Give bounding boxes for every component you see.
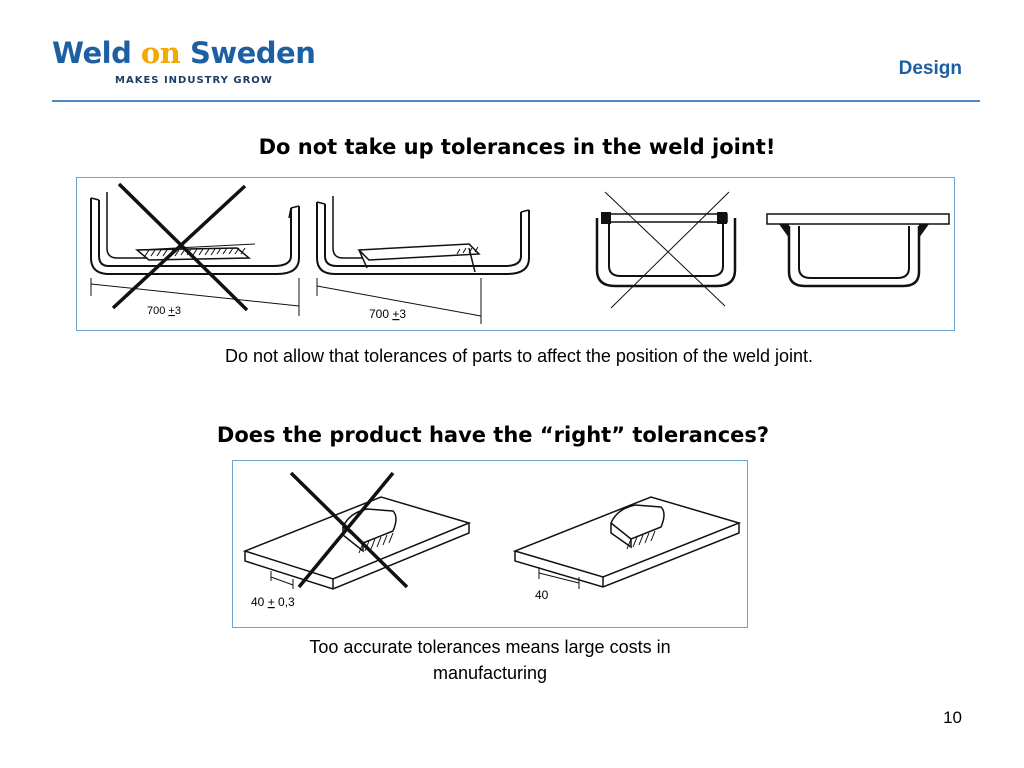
heading-tolerances-weld-joint: Do not take up tolerances in the weld jo…	[258, 135, 776, 159]
figure-tolerance-examples: 40 + 0,3 40	[232, 460, 748, 628]
dimension-label-normal: 40	[535, 588, 549, 602]
dimension-label-tight-tolerance: 40 + 0,3	[251, 595, 295, 609]
caption-line-1: Too accurate tolerances means large cost…	[309, 637, 671, 657]
caption-weld-position: Do not allow that tolerances of parts to…	[224, 346, 813, 366]
page-number: 10	[943, 708, 962, 727]
dimension-label-left: 700 +3	[147, 305, 181, 317]
logo: Weld on Sweden	[52, 36, 316, 70]
figure-weld-joint-examples: 700 +3 700 +3	[76, 177, 955, 331]
logo-text-weld: Weld	[52, 36, 141, 70]
logo-tagline: MAKES INDUSTRY GROW	[115, 75, 273, 86]
section-title: Design	[898, 58, 962, 79]
tolerance-drawing: 40 + 0,3 40	[242, 471, 742, 609]
logo-text-on: on	[140, 36, 181, 70]
weld-joint-drawing: 700 +3 700 +3	[90, 182, 950, 324]
logo-text-sweden: Sweden	[180, 36, 316, 70]
caption-accurate-tolerances: Too accurate tolerances means large cost…	[0, 634, 980, 686]
heading-right-tolerances: Does the product have the “right” tolera…	[216, 423, 770, 447]
dimension-label-right: 700 +3	[369, 307, 406, 321]
caption-line-2: manufacturing	[432, 663, 548, 683]
header-divider	[52, 100, 980, 102]
